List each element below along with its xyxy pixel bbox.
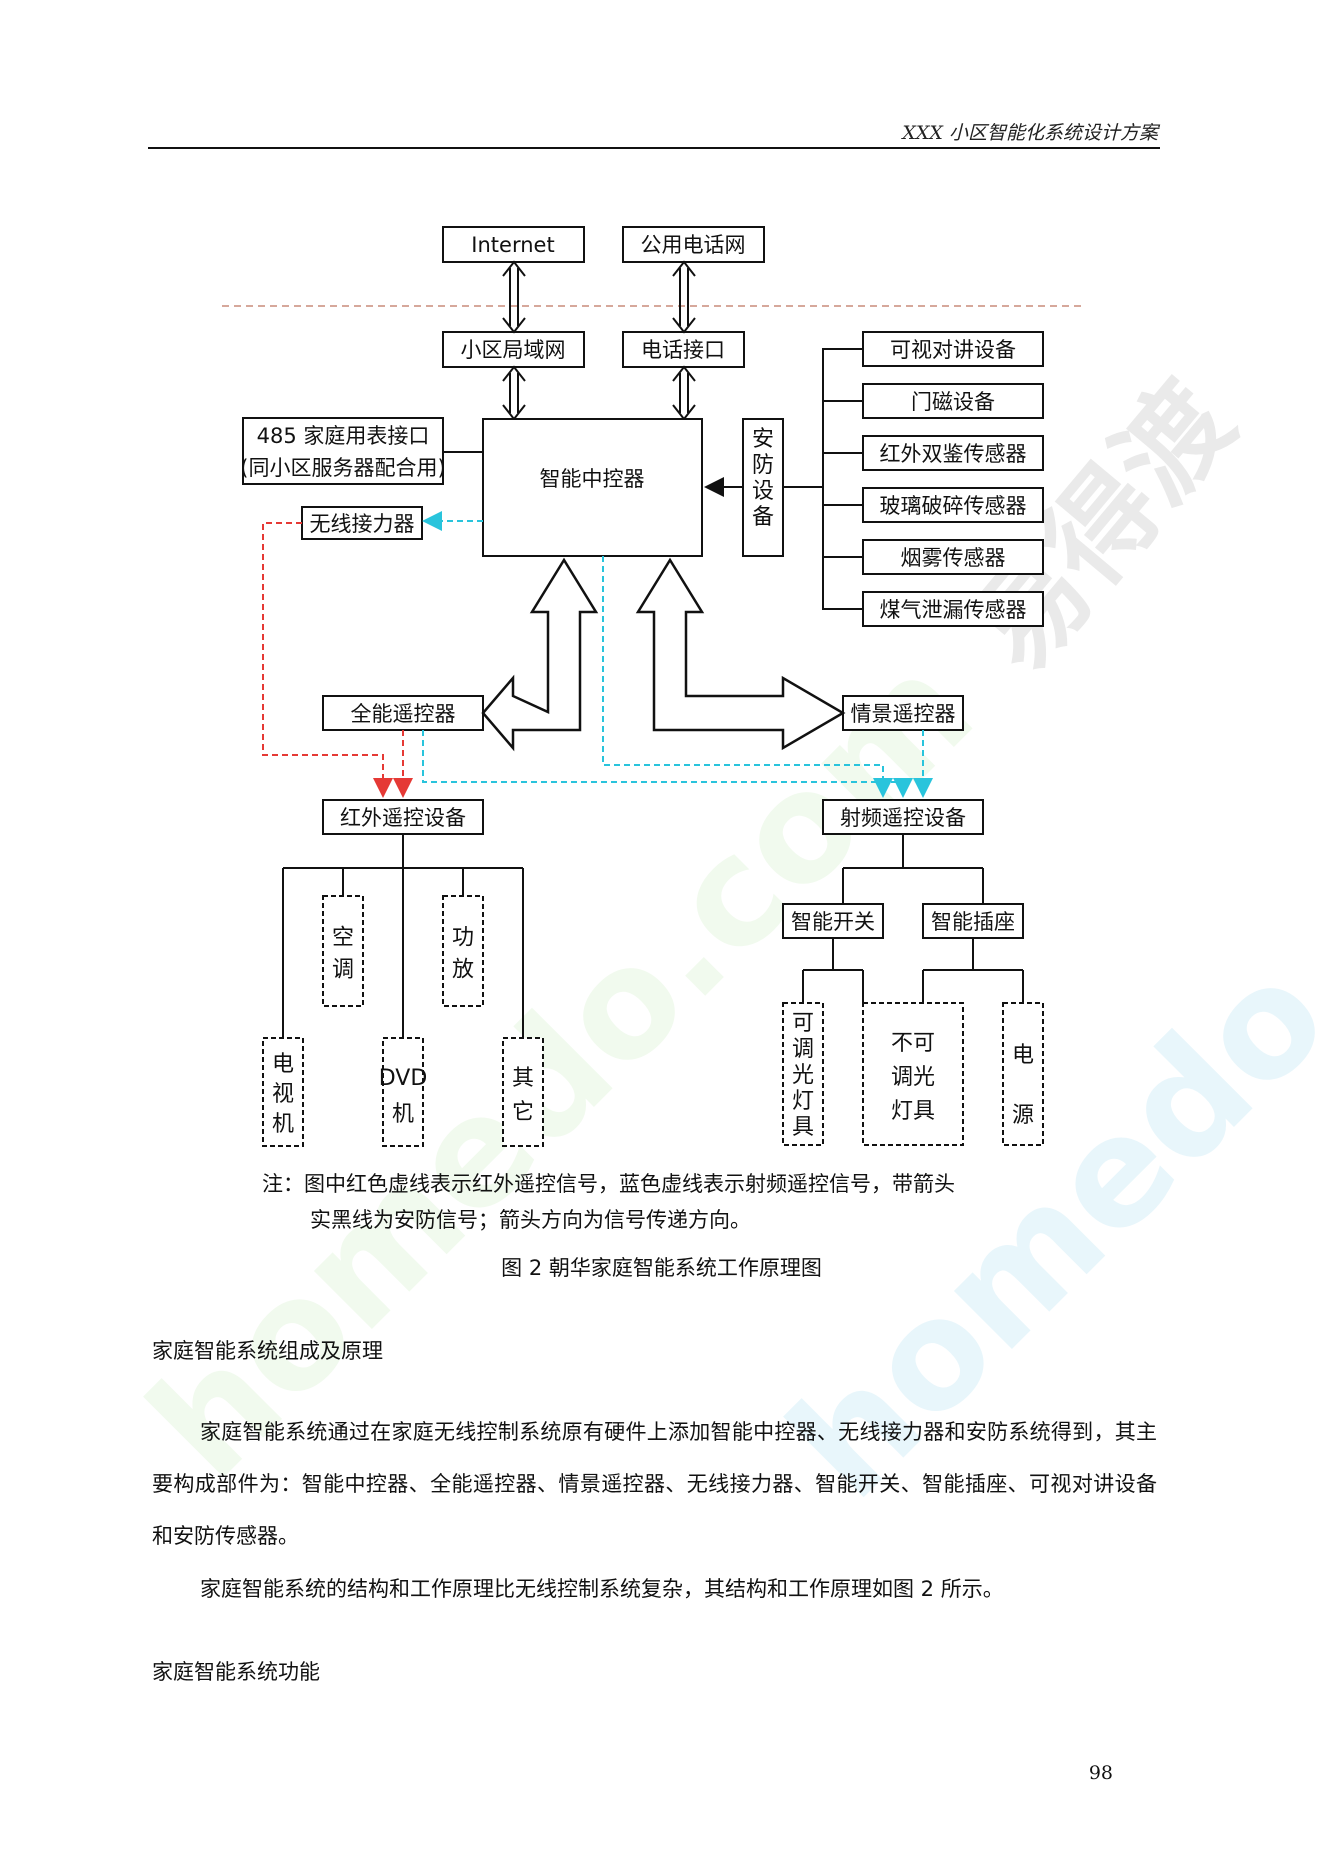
bidirectional-arrow-internet-lan [502,260,526,334]
security-char: 设 [752,479,774,504]
aircon-box-char: 空 [332,926,354,951]
tv-box: 电视机 [262,1037,304,1147]
internet-box: Internet [442,226,585,263]
amplifier-box-char: 功 [452,926,474,951]
smart-controller-box: 智能中控器 [482,418,703,557]
paragraph-composition: 家庭智能系统通过在家庭无线控制系统原有硬件上添加智能中控器、无线接力器和安防系统… [152,1420,1157,1548]
header-divider [148,147,1160,149]
lan-label: 小区局域网 [461,338,566,362]
tv-box-char: 电 [272,1052,294,1077]
dimmable-lamp-box-char: 可 [792,1011,814,1036]
meter-interface-label: 485 家庭用表接口 [257,424,430,448]
amplifier-box-char: 放 [452,958,474,983]
security-device-label: 烟雾传感器 [901,546,1006,570]
section-heading-functions: 家庭智能系统功能 [152,1660,320,1684]
meter-interface-sublabel: (同小区服务器配合用) [240,456,445,480]
ir-device-box: 红外遥控设备 [322,799,484,835]
security-device-box: 煤气泄漏传感器 [823,591,1044,627]
meter-interface-box: 485 家庭用表接口 (同小区服务器配合用) [240,417,446,485]
amplifier-box: 功放 [442,895,484,1007]
security-device-box: 红外双鉴传感器 [823,435,1044,471]
internet-label: Internet [471,233,554,257]
page-number: 98 [1088,1762,1113,1784]
smart-switch-box: 智能开关 [782,903,884,939]
section-heading-composition: 家庭智能系统组成及原理 [152,1339,383,1363]
phone-network-box: 公用电话网 [622,226,765,263]
dimmable-lamp-box-char: 灯 [792,1089,814,1114]
security-device-label: 红外双鉴传感器 [880,442,1027,466]
smart-controller-label: 智能中控器 [540,467,645,491]
note-line-1: 注：图中红色虚线表示红外遥控信号，蓝色虚线表示射频遥控信号，带箭头 [262,1172,955,1196]
dimmable-lamp-box-char: 光 [792,1063,814,1088]
phone-port-box: 电话接口 [622,331,745,368]
scene-remote-box: 情景遥控器 [842,695,964,731]
bidirectional-arrow-port-controller [672,365,696,421]
note-line-2: 实黑线为安防信号；箭头方向为信号传递方向。 [310,1208,751,1232]
power-source-box: 电源 [1002,1002,1044,1146]
ir-device-tree [282,834,524,1038]
security-device-box: 玻璃破碎传感器 [823,487,1044,523]
bidirectional-arrow-phone [672,260,696,334]
non-dimmable-lamp-box-char: 调光 [891,1065,935,1090]
rf-signal-controller [602,556,893,798]
dimmable-lamp-box-char: 调 [792,1037,814,1062]
aircon-box: 空调 [322,895,364,1007]
paragraph-structure: 家庭智能系统的结构和工作原理比无线控制系统复杂，其结构和工作原理如图 2 所示。 [200,1577,1004,1601]
security-device-label: 煤气泄漏传感器 [880,598,1027,622]
other-box: 其它 [502,1037,544,1147]
figure-caption: 图 2 朝华家庭智能系统工作原理图 [501,1256,822,1280]
phone-port-label: 电话接口 [641,338,725,362]
tv-box-char: 视 [272,1082,294,1107]
wireless-repeater-box: 无线接力器 [301,506,423,540]
dimmable-lamp-box-char: 具 [792,1115,814,1140]
non-dimmable-lamp-box-char: 不可 [891,1031,935,1056]
lan-box: 小区局域网 [442,331,585,368]
security-device-box: 门磁设备 [823,383,1044,419]
aircon-box-char: 调 [332,958,354,983]
dvd-box-char: DVD [379,1066,428,1091]
ir-device-label: 红外遥控设备 [340,806,466,830]
universal-remote-label: 全能遥控器 [351,702,456,726]
smart-socket-label: 智能插座 [931,910,1015,934]
rf-signal-universal-remote [422,730,913,798]
dvd-box: DVD 机 [379,1037,428,1147]
other-box-char: 它 [512,1100,534,1125]
hollow-arrow-scene-remote [635,557,846,751]
security-char: 备 [752,505,774,530]
bidirectional-arrow-lan-controller [502,365,526,421]
phone-network-label: 公用电话网 [641,233,746,257]
diagram-note: 注：图中红色虚线表示红外遥控信号，蓝色虚线表示射频遥控信号，带箭头 实黑线为安防… [262,1166,955,1238]
scene-remote-label: 情景遥控器 [851,702,956,726]
non-dimmable-lamp-box-char: 灯具 [891,1099,935,1124]
universal-remote-box: 全能遥控器 [322,695,484,731]
rf-device-tree [802,834,1024,1003]
wireless-repeater-label: 无线接力器 [310,512,415,536]
security-device-box: 可视对讲设备 [823,331,1044,367]
security-device-label: 玻璃破碎传感器 [880,494,1027,518]
security-device-label: 可视对讲设备 [890,338,1016,362]
power-source-box-char: 电 [1012,1043,1034,1068]
header-title: XXX 小区智能化系统设计方案 [902,122,1158,144]
rf-device-box: 射频遥控设备 [822,799,984,835]
tv-box-char: 机 [272,1112,294,1137]
security-device-label: 门磁设备 [911,390,995,414]
security-device-box: 烟雾传感器 [823,539,1044,575]
smart-switch-label: 智能开关 [791,910,875,934]
security-equipment-box: 安 防 设 备 [742,418,784,557]
security-char: 防 [752,453,774,478]
security-char: 安 [752,427,774,452]
power-source-box-char: 源 [1012,1103,1034,1128]
other-box-char: 其 [512,1066,534,1091]
ir-signal-repeater [262,522,393,798]
rf-device-label: 射频遥控设备 [840,806,966,830]
dvd-box-char: 机 [392,1102,414,1127]
smart-socket-box: 智能插座 [922,903,1024,939]
hollow-arrow-universal-remote [481,557,599,752]
